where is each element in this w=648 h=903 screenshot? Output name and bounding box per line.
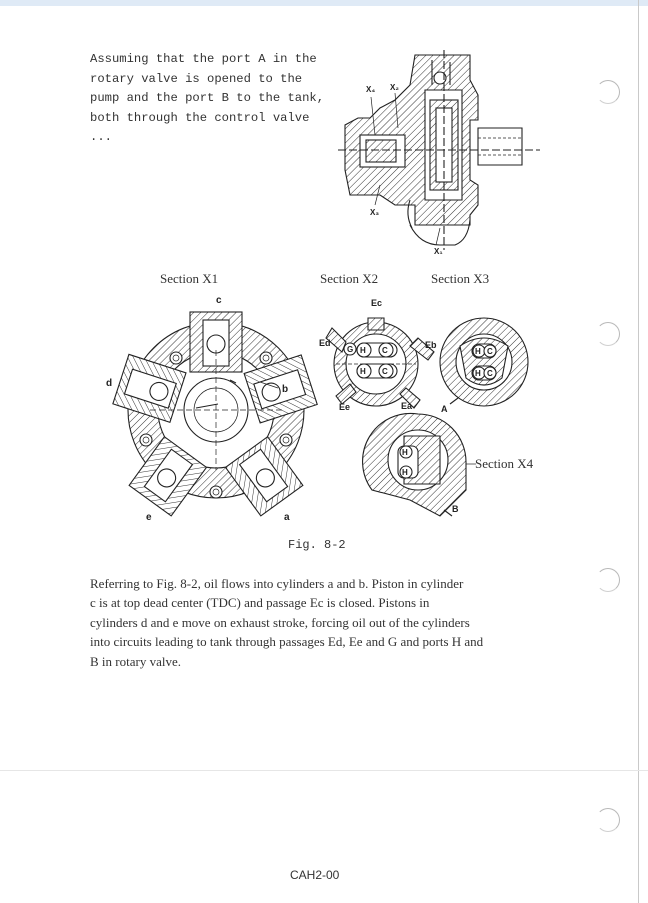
section-x2-drawing: Ec Ed Eb Ee Ea G H H C C (319, 298, 437, 412)
x2-label-ea: Ea (401, 401, 413, 411)
x4-label-h2: H (402, 468, 408, 477)
footer-page-code: CAH2-00 (290, 868, 340, 882)
top-figure-label-x4: X₄ (366, 85, 375, 94)
binder-hole-4 (596, 808, 620, 832)
x3-label-h1: H (475, 347, 481, 356)
binder-hole-2 (596, 322, 620, 346)
x2-label-ee: Ee (339, 402, 350, 412)
x3-label-c2: C (487, 369, 493, 378)
x3-label-h2: H (475, 369, 481, 378)
section-x4-drawing: H H B (362, 412, 476, 517)
cylinder-label-b: b (282, 384, 288, 395)
cylinder-label-a: a (284, 512, 290, 523)
top-figure-label-x1: X₁ (434, 247, 443, 256)
section-x3-title: Section X3 (431, 271, 490, 286)
x2-label-ec: Ec (371, 298, 382, 308)
x2-label-h2: H (360, 367, 366, 376)
x3-label-c1: C (487, 347, 493, 356)
x4-label-h1: H (402, 448, 408, 457)
cylinder-label-d: d (106, 378, 112, 389)
x4-label-b: B (452, 504, 459, 514)
x2-label-h1: H (360, 346, 366, 355)
section-x1-drawing: c d b e a (106, 295, 318, 523)
section-x1-title: Section X1 (160, 271, 219, 286)
cylinder-label-e: e (146, 512, 152, 523)
top-figure-label-x2: X₂ (390, 83, 399, 92)
x2-label-c1: C (382, 346, 388, 355)
section-x3-drawing: A H H C C (439, 317, 529, 414)
x2-label-g: G (347, 345, 353, 354)
motor-cross-section-figure: X₄ X₂ X₃ X₁ (338, 50, 540, 256)
x2-label-c2: C (382, 367, 388, 376)
binder-hole-3 (596, 568, 620, 592)
section-x2-title: Section X2 (320, 271, 379, 286)
cylinder-label-c: c (216, 295, 222, 306)
fold-line (0, 770, 648, 771)
top-margin-bar (0, 0, 648, 6)
x3-label-a: A (441, 404, 448, 414)
top-figure-label-x3: X₃ (370, 208, 379, 217)
figure-caption: Fig. 8-2 (288, 538, 346, 552)
section-x4-title: Section X4 (475, 456, 534, 471)
body-paragraph: Referring to Fig. 8-2, oil flows into cy… (90, 576, 484, 669)
x2-label-ed: Ed (319, 338, 331, 348)
binder-hole-1 (596, 80, 620, 104)
page-edge (638, 0, 639, 903)
intro-paragraph: Assuming that the port A in the rotary v… (90, 52, 325, 144)
x2-label-eb: Eb (425, 340, 437, 350)
